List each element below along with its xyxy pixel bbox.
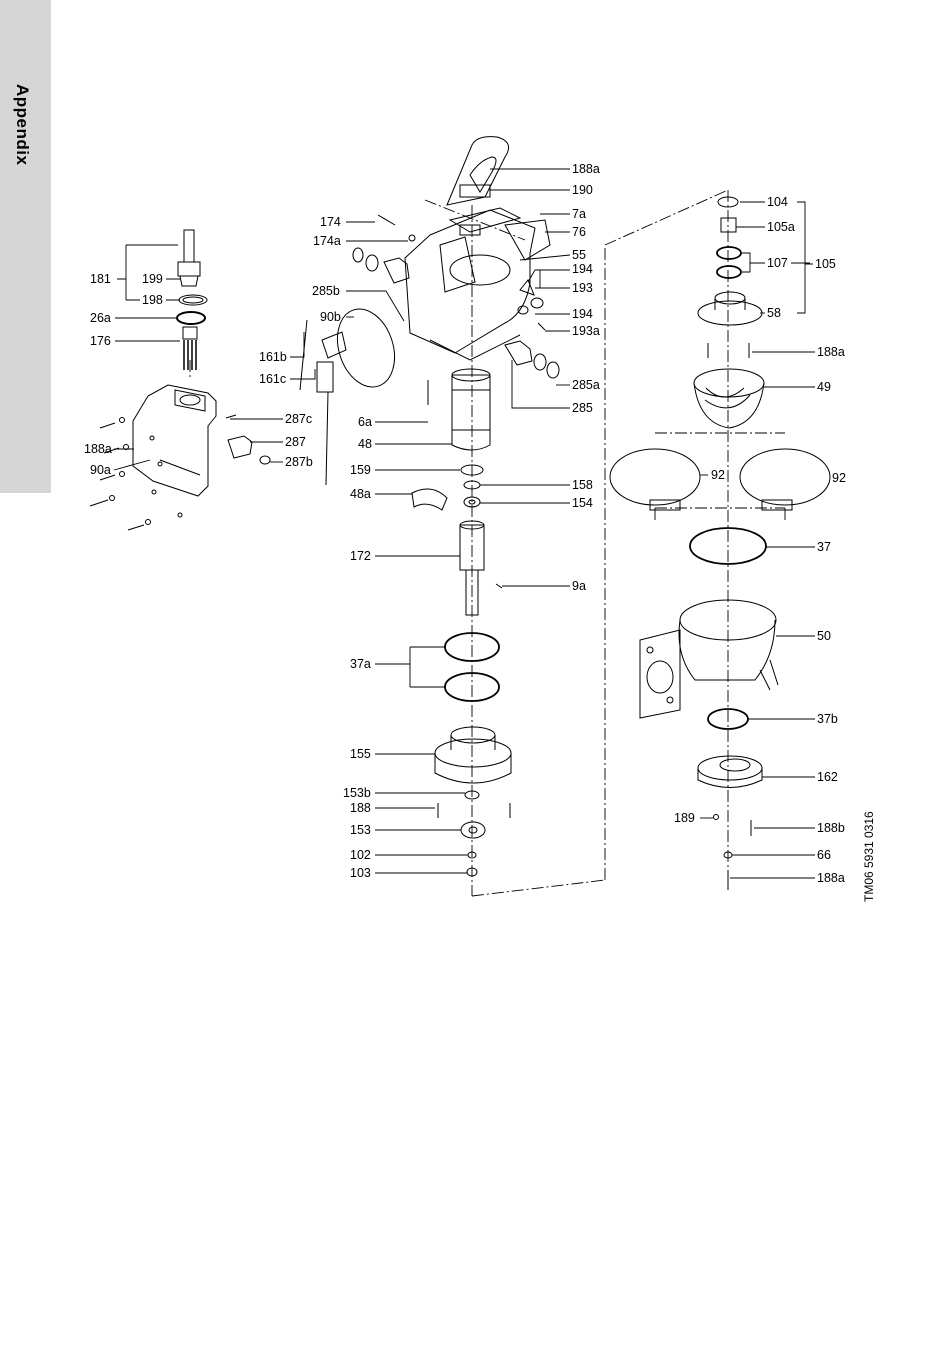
label-181: 181: [90, 272, 111, 286]
label-287c: 287c: [285, 412, 312, 426]
label-105a: 105a: [767, 220, 795, 234]
label-92-left: 92: [711, 468, 725, 482]
label-194-top: 194: [572, 262, 593, 276]
label-90b: 90b: [320, 310, 341, 324]
label-9a: 9a: [572, 579, 586, 593]
label-287: 287: [285, 435, 306, 449]
label-37a: 37a: [350, 657, 371, 671]
label-153b: 153b: [343, 786, 371, 800]
label-194-bottom: 194: [572, 307, 593, 321]
label-48a: 48a: [350, 487, 371, 501]
label-104: 104: [767, 195, 788, 209]
label-155: 155: [350, 747, 371, 761]
label-190: 190: [572, 183, 593, 197]
label-188b: 188b: [817, 821, 845, 835]
label-176: 176: [90, 334, 111, 348]
label-198: 198: [142, 293, 163, 307]
label-66: 66: [817, 848, 831, 862]
label-55: 55: [572, 248, 586, 262]
label-172: 172: [350, 549, 371, 563]
label-174: 174: [320, 215, 341, 229]
label-193a: 193a: [572, 324, 600, 338]
label-188a-top: 188a: [572, 162, 600, 176]
label-26a: 26a: [90, 311, 111, 325]
label-103: 103: [350, 866, 371, 880]
label-6a: 6a: [358, 415, 372, 429]
label-188a-bottom: 188a: [817, 871, 845, 885]
label-49: 49: [817, 380, 831, 394]
label-162: 162: [817, 770, 838, 784]
pump-housing-assembly: [610, 197, 830, 890]
label-37: 37: [817, 540, 831, 554]
drawing-reference: TM06 5931 0316: [862, 811, 876, 902]
label-102: 102: [350, 848, 371, 862]
label-199: 199: [142, 272, 163, 286]
label-154: 154: [572, 496, 593, 510]
label-92-right: 92: [832, 471, 846, 485]
label-287b: 287b: [285, 455, 313, 469]
label-285a: 285a: [572, 378, 600, 392]
label-285b: 285b: [312, 284, 340, 298]
label-161c: 161c: [259, 372, 286, 386]
label-188a-right: 188a: [817, 345, 845, 359]
label-285: 285: [572, 401, 593, 415]
label-76: 76: [572, 225, 586, 239]
label-174a: 174a: [313, 234, 341, 248]
label-158: 158: [572, 478, 593, 492]
label-161b: 161b: [259, 350, 287, 364]
label-90a: 90a: [90, 463, 111, 477]
label-7a: 7a: [572, 207, 586, 221]
centerlines: [190, 190, 785, 896]
label-188a-left: 188a: [84, 442, 112, 456]
label-105: 105: [815, 257, 836, 271]
label-189: 189: [674, 811, 695, 825]
label-193: 193: [572, 281, 593, 295]
label-159: 159: [350, 463, 371, 477]
label-153: 153: [350, 823, 371, 837]
label-107: 107: [767, 256, 788, 270]
label-37b: 37b: [817, 712, 838, 726]
cable-entry-assembly: [90, 230, 270, 530]
label-50: 50: [817, 629, 831, 643]
label-188: 188: [350, 801, 371, 815]
part-labels: 181 199 198 26a 176 188a 90a 287c 287 28…: [84, 162, 846, 885]
label-58: 58: [767, 306, 781, 320]
label-48: 48: [358, 437, 372, 451]
